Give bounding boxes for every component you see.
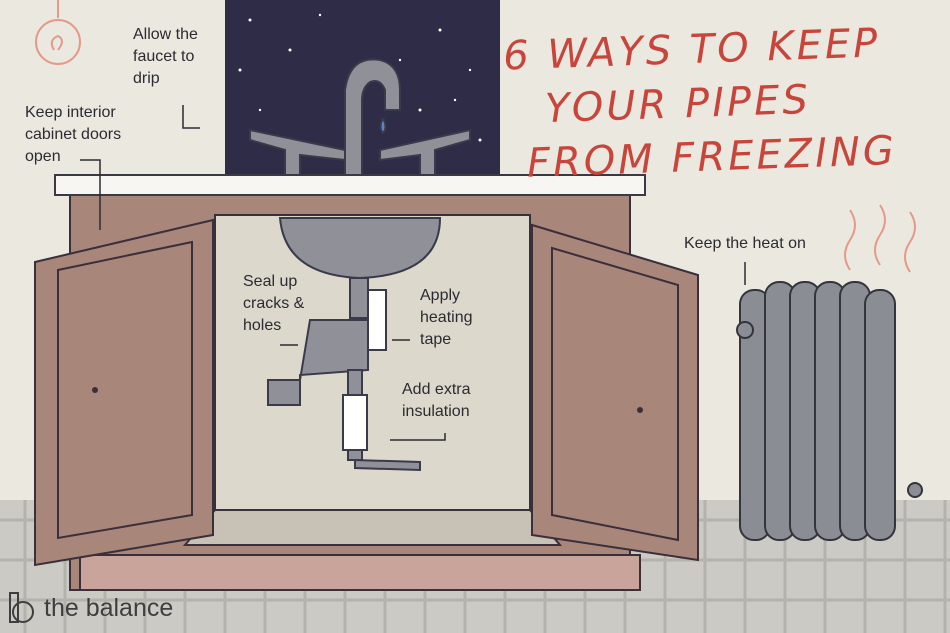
label-insulation: Add extra insulation: [402, 381, 471, 420]
arrows: [80, 105, 746, 441]
label-keep-heat-on: Keep the heat on: [684, 235, 806, 252]
brand-name: the balance: [44, 593, 174, 622]
page-title: 6 Ways to Keep Your Pipes From Freezing: [502, 15, 937, 192]
right-cabinet-door: [531, 223, 699, 562]
label-cabinet-doors: Keep interior cabinet doors open: [25, 104, 122, 165]
countertop: [54, 174, 646, 196]
cabinet-base: [79, 554, 641, 591]
label-faucet-drip: Allow the faucet to drip: [133, 26, 198, 87]
cabinet-floor: [182, 509, 563, 546]
radiator: [736, 281, 923, 541]
left-cabinet-door: [34, 218, 214, 567]
label-seal-cracks: Seal up cracks & holes: [243, 273, 305, 334]
sink-and-pipes: [267, 217, 442, 472]
label-heating-tape: Apply heating tape: [420, 287, 473, 348]
light-bulb-icon: [35, 0, 81, 65]
brand-logo: the balance: [8, 592, 173, 624]
balance-logo-icon: [9, 592, 34, 623]
heat-waves-icon: [844, 204, 916, 273]
